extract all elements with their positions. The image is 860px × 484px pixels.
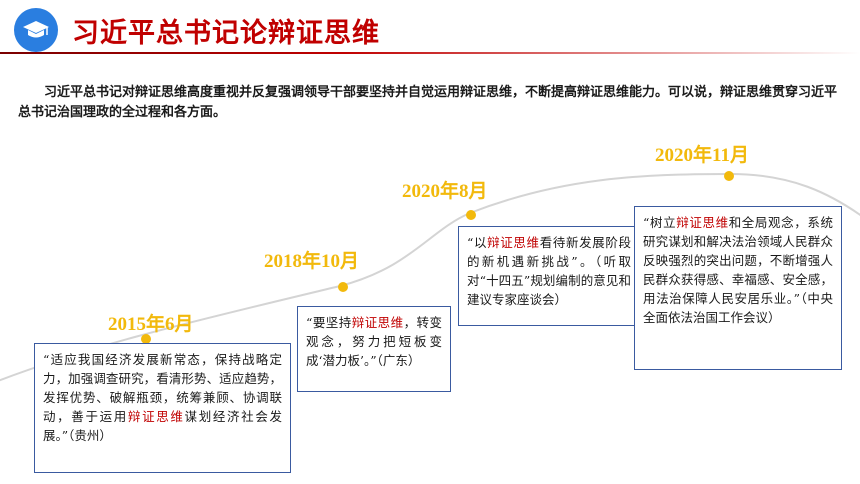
title-underline [0,52,860,54]
quote-highlight: 辩证思维 [351,315,404,330]
quote-text: ，转变观念，努力把短板变成‘潜力板’。”（广东） [306,315,442,368]
intro-paragraph: 习近平总书记对辩证思维高度重视并反复强调领导干部要坚持并自觉运用辩证思维，不断提… [18,85,838,120]
quote-highlight: 辩证思维 [127,409,185,424]
quote-text: “以 [467,235,488,250]
timeline-quote-2020-11: “树立辩证思维和全局观念，系统研究谋划和解决法治领域人民群众反映强烈的突出问题，… [634,206,842,370]
quote-text: 看待新发展阶段的新机遇新挑战”。（听取对“十四五”规划编制的意见和建议专家座谈会… [467,235,631,307]
timeline-dot-2018 [338,282,348,292]
timeline-dot-2015 [141,334,151,344]
timeline-date-2015: 2015年6月 [108,314,194,335]
graduation-cap-icon [14,8,58,52]
page-title: 习近平总书记论辩证思维 [72,17,380,49]
quote-text: “要坚持 [306,315,352,330]
timeline-quote-2018: “要坚持辩证思维，转变观念，努力把短板变成‘潜力板’。”（广东） [297,306,451,392]
quote-text: 谋划经济社会发展。”（贵州） [43,409,282,443]
quote-text: “适应我国经济发展新常态，保持战略定力，加强调查研究，看清形势、适应趋势，发挥优… [43,352,282,424]
title-bar: 习近平总书记论辩证思维 [14,8,380,52]
timeline-dot-2020-08 [466,210,476,220]
timeline-dot-2020-11 [724,171,734,181]
quote-text: 和全局观念，系统研究谋划和解决法治领域人民群众反映强烈的突出问题，不断增强人民群… [643,215,833,325]
timeline-date-2020-08: 2020年8月 [402,181,488,202]
quote-text: “树立 [643,215,677,230]
timeline-date-2018: 2018年10月 [264,251,360,272]
quote-highlight: 辩证思维 [676,215,729,230]
quote-highlight: 辩证思维 [487,235,540,250]
timeline-date-2020-11: 2020年11月 [655,145,749,166]
timeline-quote-2020-08: “以辩证思维看待新发展阶段的新机遇新挑战”。（听取对“十四五”规划编制的意见和建… [458,226,640,326]
timeline-quote-2015: “适应我国经济发展新常态，保持战略定力，加强调查研究，看清形势、适应趋势，发挥优… [34,343,291,473]
